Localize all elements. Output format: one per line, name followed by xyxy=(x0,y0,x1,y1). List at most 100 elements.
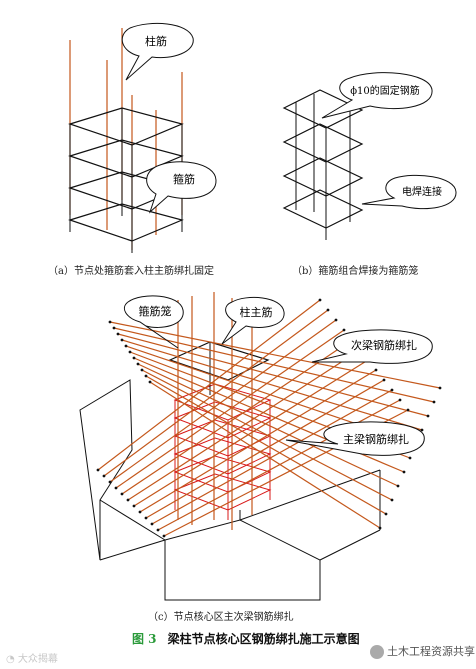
bar-end xyxy=(108,320,112,324)
wechat-icon xyxy=(370,645,384,659)
bar-end xyxy=(318,298,322,302)
stirrup-a-4 xyxy=(68,203,184,242)
stirrup-b-1 xyxy=(282,89,364,129)
bar-end xyxy=(132,504,136,508)
caption-panel-c: （c）节点核心区主次梁钢筋绑扎 xyxy=(148,612,294,623)
callout-secondary-beam: 次梁钢筋绑扎 xyxy=(311,329,433,364)
main-beam-bar-3 xyxy=(109,319,337,483)
bar-end xyxy=(124,344,128,348)
label-column-main-bar: 柱主筋 xyxy=(240,305,273,319)
formwork-left xyxy=(79,379,133,561)
stirrup-b-4 xyxy=(282,189,364,229)
core-stirrup-6 xyxy=(173,473,272,511)
bar-end xyxy=(112,326,116,330)
bar-end xyxy=(162,534,166,538)
bar-end xyxy=(398,398,402,402)
secondary-beam-bar-1 xyxy=(109,321,441,389)
watermark-left: ◔ 大众揭幕 xyxy=(6,654,58,665)
bar-end xyxy=(120,338,124,342)
bar-end xyxy=(144,374,148,378)
bar-end xyxy=(420,428,424,432)
stirrup-a-1 xyxy=(68,107,184,146)
bar-end xyxy=(108,480,112,484)
bar-end xyxy=(438,386,442,390)
bar-end xyxy=(116,332,120,336)
main-beam-bar-5 xyxy=(121,339,353,495)
figure-number: 图 3 xyxy=(132,632,157,646)
bar-end xyxy=(144,516,148,520)
stirrup-b-3 xyxy=(282,157,364,197)
figure-caption: 图 3 梁柱节点核心区钢筋绑扎施工示意图 xyxy=(132,628,360,647)
main-beam-bar-8 xyxy=(139,369,377,513)
formwork-edge-6 xyxy=(239,469,381,521)
bar-end xyxy=(140,368,144,372)
bar-end xyxy=(114,486,118,490)
bar-end xyxy=(136,362,140,366)
bar-end xyxy=(378,526,382,530)
bar-end xyxy=(432,400,436,404)
bar-end xyxy=(120,492,124,496)
label-stirrup-cage: 箍筋笼 xyxy=(139,304,172,318)
bar-end xyxy=(406,408,410,412)
label-stirrups: 箍筋 xyxy=(173,172,195,186)
main-beam-bar-2 xyxy=(103,309,329,477)
callout-column-main-bar: 柱主筋 xyxy=(221,296,285,345)
bar-end xyxy=(138,510,142,514)
panel-b-stirrup-cage xyxy=(282,89,364,240)
bar-end xyxy=(408,456,412,460)
formwork-front xyxy=(164,519,321,601)
main-beam-bar-6 xyxy=(127,349,361,501)
watermark-left-icon: ◔ xyxy=(6,654,18,665)
bar-end xyxy=(396,484,400,488)
caption-panel-b: （b）箍筋组合焊接为箍筋笼 xyxy=(292,266,419,277)
main-beam-bar-11 xyxy=(157,399,401,531)
bar-end xyxy=(148,380,152,384)
bar-end xyxy=(384,512,388,516)
formwork-edge-4 xyxy=(319,529,381,561)
callout-column-bars: 柱筋 xyxy=(121,22,194,81)
label-fixing-bar: ϕ10的固定钢筋 xyxy=(350,84,420,97)
main-beam-bar-9 xyxy=(145,379,385,519)
main-beam-bar-7 xyxy=(133,359,369,507)
secondary-beam-bar-8 xyxy=(137,363,399,487)
bar-end xyxy=(132,356,136,360)
callout-stirrups: 箍筋 xyxy=(146,161,217,214)
bar-end xyxy=(102,474,106,478)
main-beam-bar-10 xyxy=(151,389,393,525)
formwork-edge-2 xyxy=(99,499,166,541)
bar-end xyxy=(96,468,100,472)
secondary-beam-bar-3 xyxy=(117,333,429,417)
bar-end xyxy=(382,378,386,382)
label-secondary-beam: 次梁钢筋绑扎 xyxy=(351,338,417,352)
bar-end xyxy=(342,328,346,332)
label-main-beam: 主梁钢筋绑扎 xyxy=(343,432,409,446)
panel-c-joint-core xyxy=(79,292,442,601)
main-beam-bar-1 xyxy=(97,299,321,471)
callout-fixing-bar: ϕ10的固定钢筋 xyxy=(321,72,433,119)
callout-stirrup-cage: 箍筋笼 xyxy=(124,295,184,349)
secondary-beam-bar-11 xyxy=(149,381,381,529)
bar-end xyxy=(390,388,394,392)
callout-weld: 电焊连接 xyxy=(361,174,457,210)
figure-title: 梁柱节点核心区钢筋绑扎施工示意图 xyxy=(167,632,360,646)
callout-main-beam: 主梁钢筋绑扎 xyxy=(285,421,425,456)
caption-panel-a: （a）节点处箍筋套入柱主筋绑扎固定 xyxy=(48,266,214,277)
bar-end xyxy=(334,318,338,322)
formwork-edge-1 xyxy=(99,539,166,561)
label-column-bars: 柱筋 xyxy=(145,34,167,48)
core-stirrup-4 xyxy=(173,437,272,475)
bar-end xyxy=(326,308,330,312)
bar-end xyxy=(128,350,132,354)
bar-end xyxy=(390,498,394,502)
bar-end xyxy=(150,522,154,526)
main-beam-bar-4 xyxy=(115,329,345,489)
stirrup-b-2 xyxy=(282,123,364,163)
bar-end xyxy=(156,528,160,532)
bar-end xyxy=(374,368,378,372)
watermark-right: 土木工程资源共享 xyxy=(370,643,475,659)
bar-end xyxy=(426,414,430,418)
secondary-beam-bar-10 xyxy=(145,375,387,515)
bar-end xyxy=(402,470,406,474)
